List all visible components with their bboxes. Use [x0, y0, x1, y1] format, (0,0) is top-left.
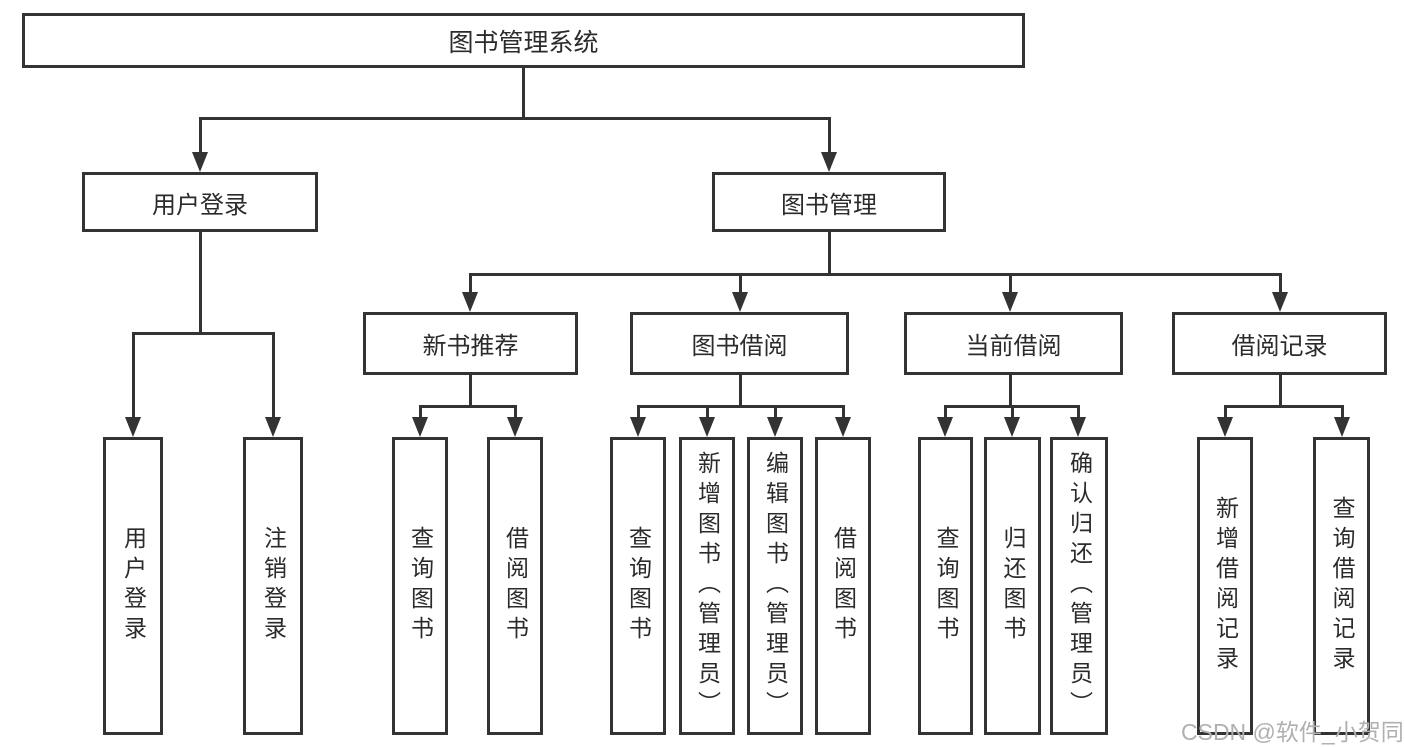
arrowhead-icon	[732, 292, 748, 312]
node-current-borrow-label: 当前借阅	[965, 333, 1062, 360]
leaf-bb-edit-books-admin: 编辑图书（管理员）	[747, 437, 803, 735]
leaf-br-query-record: 查询借阅记录	[1313, 437, 1370, 735]
connector-line	[418, 404, 517, 408]
connector-line	[198, 232, 202, 334]
arrowhead-icon	[265, 417, 281, 437]
connector-line	[468, 375, 472, 408]
leaf-bb-add-books-admin: 新增图书（管理员）	[679, 437, 735, 735]
node-user-login: 用户登录	[82, 172, 318, 232]
arrowhead-icon	[1004, 417, 1020, 437]
connector-line	[1223, 406, 1227, 419]
leaf-br-add-record: 新增借阅记录	[1197, 437, 1253, 735]
connector-line	[521, 68, 525, 118]
connector-line	[198, 116, 831, 120]
arrowhead-icon	[699, 417, 715, 437]
arrowhead-icon	[1217, 417, 1233, 437]
connector-line	[773, 406, 777, 419]
leaf-user-login: 用户登录	[103, 437, 163, 735]
connector-line	[636, 406, 640, 419]
leaf-bb-borrow-books-label: 借阅图书	[830, 526, 857, 646]
connector-line	[636, 404, 845, 408]
node-root: 图书管理系统	[22, 13, 1025, 68]
leaf-nbr-borrow-books: 借阅图书	[487, 437, 543, 735]
leaf-nbr-query-books: 查询图书	[392, 437, 448, 735]
connector-line	[1278, 375, 1282, 408]
arrowhead-icon	[1002, 292, 1018, 312]
leaf-cb-query-books: 查询图书	[918, 437, 973, 735]
connector-line	[1010, 406, 1014, 419]
node-book-management-label: 图书管理	[781, 191, 877, 219]
node-new-book-recommend: 新书推荐	[363, 312, 578, 375]
leaf-br-query-record-label: 查询借阅记录	[1329, 496, 1355, 676]
arrowhead-icon	[1070, 417, 1086, 437]
node-book-borrow: 图书借阅	[630, 312, 849, 375]
connector-line	[943, 406, 947, 419]
connector-line	[198, 118, 202, 154]
connector-line	[131, 331, 275, 335]
leaf-cb-confirm-return-admin: 确认归还（管理员）	[1050, 437, 1108, 735]
leaf-cb-return-books-label: 归还图书	[1000, 526, 1026, 646]
node-book-management: 图书管理	[712, 172, 946, 232]
leaf-cb-query-books-label: 查询图书	[933, 526, 959, 646]
leaf-bb-borrow-books: 借阅图书	[815, 437, 871, 735]
arrowhead-icon	[192, 152, 208, 172]
leaf-bb-query-books: 查询图书	[610, 437, 666, 735]
node-current-borrow: 当前借阅	[904, 312, 1123, 375]
connector-line	[827, 118, 831, 154]
leaf-cb-return-books: 归还图书	[984, 437, 1041, 735]
arrowhead-icon	[507, 417, 523, 437]
node-borrow-records: 借阅记录	[1172, 312, 1387, 375]
connector-line	[513, 406, 517, 419]
leaf-bb-query-books-label: 查询图书	[625, 526, 652, 646]
connector-line	[738, 375, 742, 408]
arrowhead-icon	[630, 417, 646, 437]
node-book-borrow-label: 图书借阅	[691, 333, 788, 360]
leaf-logout: 注销登录	[243, 437, 303, 735]
arrowhead-icon	[767, 417, 783, 437]
leaf-nbr-borrow-books-label: 借阅图书	[502, 526, 529, 646]
connector-line	[738, 274, 742, 294]
leaf-bb-add-books-admin-label: 新增图书（管理员）	[694, 451, 721, 721]
connector-line	[827, 232, 831, 276]
leaf-bb-edit-books-admin-label: 编辑图书（管理员）	[762, 451, 789, 721]
leaf-user-login-label: 用户登录	[120, 526, 147, 646]
connector-line	[705, 406, 709, 419]
arrowhead-icon	[412, 417, 428, 437]
leaf-br-add-record-label: 新增借阅记录	[1212, 496, 1239, 676]
leaf-nbr-query-books-label: 查询图书	[407, 526, 434, 646]
arrowhead-icon	[1272, 292, 1288, 312]
node-new-book-recommend-label: 新书推荐	[422, 333, 519, 360]
connector-line	[418, 406, 422, 419]
connector-line	[468, 272, 1282, 276]
node-user-login-label: 用户登录	[152, 191, 248, 219]
connector-line	[271, 333, 275, 419]
connector-line	[1223, 404, 1344, 408]
connector-line	[131, 333, 135, 419]
arrowhead-icon	[821, 152, 837, 172]
connector-line	[1340, 406, 1344, 419]
leaf-logout-label: 注销登录	[260, 526, 287, 646]
connector-line	[1008, 375, 1012, 408]
arrowhead-icon	[125, 417, 141, 437]
arrowhead-icon	[937, 417, 953, 437]
leaf-cb-confirm-return-admin-label: 确认归还（管理员）	[1066, 451, 1093, 721]
connector-line	[468, 274, 472, 294]
connector-line	[841, 406, 845, 419]
node-borrow-records-label: 借阅记录	[1231, 333, 1328, 360]
connector-line	[1076, 406, 1080, 419]
connector-line	[1278, 274, 1282, 294]
arrowhead-icon	[1334, 417, 1350, 437]
node-root-label: 图书管理系统	[448, 28, 599, 57]
arrowhead-icon	[462, 292, 478, 312]
connector-line	[1008, 274, 1012, 294]
csdn-watermark: CSDN @软件_小贺同学	[1181, 719, 1405, 745]
arrowhead-icon	[835, 417, 851, 437]
